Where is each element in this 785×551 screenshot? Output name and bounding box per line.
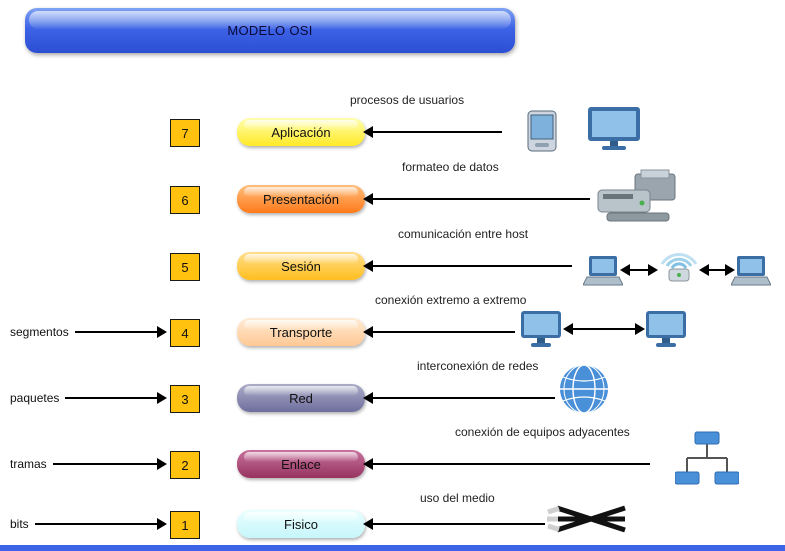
left-label-row-paquetes: paquetes: [10, 390, 167, 406]
bottom-border: [0, 545, 785, 551]
layer-number: 7: [181, 125, 189, 141]
layer-1-description: uso del medio: [420, 491, 495, 505]
layer-name: Enlace: [281, 456, 321, 472]
layer-2-number-box: 2: [170, 451, 200, 479]
network-topology-icon: [674, 430, 740, 488]
layer-3-number-box: 3: [170, 385, 200, 413]
laptop-icon: [582, 255, 624, 287]
layer-5-number-box: 5: [170, 253, 200, 281]
layer-name: Presentación: [263, 191, 339, 207]
layer-2-description: conexión de equipos adyacentes: [455, 425, 630, 439]
layer-pill-enlace: Enlace: [237, 450, 365, 478]
arrow-to-layer-7: [363, 126, 502, 138]
layer-number: 2: [181, 457, 189, 473]
bidirectional-arrow: [620, 264, 658, 276]
bidirectional-arrow: [699, 264, 735, 276]
layer-number: 6: [181, 192, 189, 208]
arrow-to-layer-4: [363, 326, 515, 338]
globe-icon: [558, 363, 610, 415]
layer-6-number-box: 6: [170, 186, 200, 214]
left-label: segmentos: [10, 325, 69, 339]
arrow-to-layer-6: [363, 193, 590, 205]
pda-icon: [527, 110, 557, 152]
arrow-to-layer-1: [363, 518, 545, 530]
monitor-icon: [520, 310, 562, 348]
bidirectional-arrow: [563, 323, 645, 335]
left-label: bits: [10, 517, 29, 531]
layer-1-number-box: 1: [170, 511, 200, 539]
desktop-monitor-icon: [586, 106, 642, 152]
cables-icon: [543, 498, 628, 540]
left-label-row-bits: bits: [10, 516, 168, 532]
layer-name: Fisico: [284, 516, 318, 532]
arrow-to-layer-3: [363, 392, 555, 404]
layer-name: Aplicación: [271, 124, 331, 140]
layer-4-description: conexión extremo a extremo: [375, 293, 527, 307]
title-bar: MODELO OSI: [25, 8, 515, 53]
arrow-to-box-2: [52, 458, 168, 470]
laptop-icon: [730, 255, 772, 287]
arrow-to-box-4: [74, 326, 168, 338]
office-equipment-icon: [593, 168, 683, 223]
layer-7-description: procesos de usuarios: [350, 93, 465, 107]
arrow-to-layer-2: [363, 458, 650, 470]
layer-pill-presentacion: Presentación: [237, 185, 365, 213]
layer-pill-sesion: Sesión: [237, 252, 365, 280]
layer-pill-transporte: Transporte: [237, 318, 365, 346]
page-title: MODELO OSI: [227, 23, 313, 38]
left-label: paquetes: [10, 391, 60, 405]
arrow-to-layer-5: [363, 260, 572, 272]
left-label-row-segmentos: segmentos: [10, 324, 168, 340]
monitor-icon: [645, 310, 687, 348]
arrow-to-box-1: [34, 518, 168, 530]
layer-name: Sesión: [281, 258, 321, 274]
layer-number: 4: [181, 325, 189, 341]
layer-pill-fisico: Fisico: [237, 510, 365, 538]
layer-pill-aplicacion: Aplicación: [237, 118, 365, 146]
layer-5-description: comunicación entre host: [398, 227, 529, 241]
layer-3-description: interconexión de redes: [417, 359, 539, 373]
layer-4-number-box: 4: [170, 319, 200, 347]
layer-name: Transporte: [269, 324, 333, 340]
wireless-ap-icon: [655, 240, 703, 286]
left-label-row-tramas: tramas: [10, 456, 168, 472]
layer-number: 1: [181, 517, 189, 533]
layer-7-number-box: 7: [170, 119, 200, 147]
arrow-to-box-3: [65, 392, 167, 404]
layer-pill-red: Red: [237, 384, 365, 412]
layer-name: Red: [289, 390, 313, 406]
layer-6-description: formateo de datos: [402, 160, 499, 174]
left-label: tramas: [10, 457, 47, 471]
layer-number: 5: [181, 259, 189, 275]
layer-number: 3: [181, 391, 189, 407]
